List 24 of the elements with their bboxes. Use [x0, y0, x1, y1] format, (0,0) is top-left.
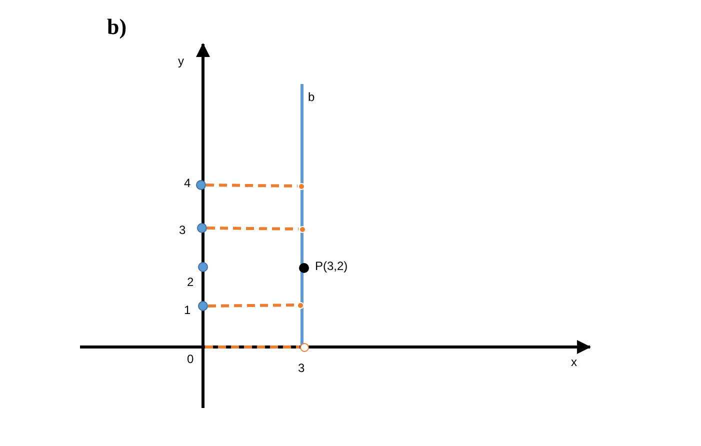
tick-label: 1 [184, 303, 191, 317]
dashed-line [206, 226, 299, 230]
tick-label: 4 [184, 176, 191, 190]
point [198, 301, 208, 311]
line-label: b [308, 90, 315, 104]
tick-label: 3 [298, 361, 305, 375]
point [298, 226, 306, 232]
dashed-line [206, 184, 298, 188]
point [196, 180, 206, 190]
axis-label: x [571, 355, 577, 369]
tick-label: 2 [187, 275, 194, 289]
axis-label: y [178, 54, 184, 68]
point [296, 302, 304, 308]
point [197, 223, 207, 233]
tick-label: 3 [179, 223, 186, 237]
point [300, 342, 308, 352]
point [299, 263, 309, 273]
point-label: P(3,2) [315, 259, 348, 273]
panel-label: b) [107, 14, 127, 40]
dashed-line [208, 304, 297, 308]
point [298, 182, 304, 190]
point [198, 262, 208, 272]
dashed-line [205, 346, 300, 348]
tick-label: 0 [187, 352, 194, 366]
